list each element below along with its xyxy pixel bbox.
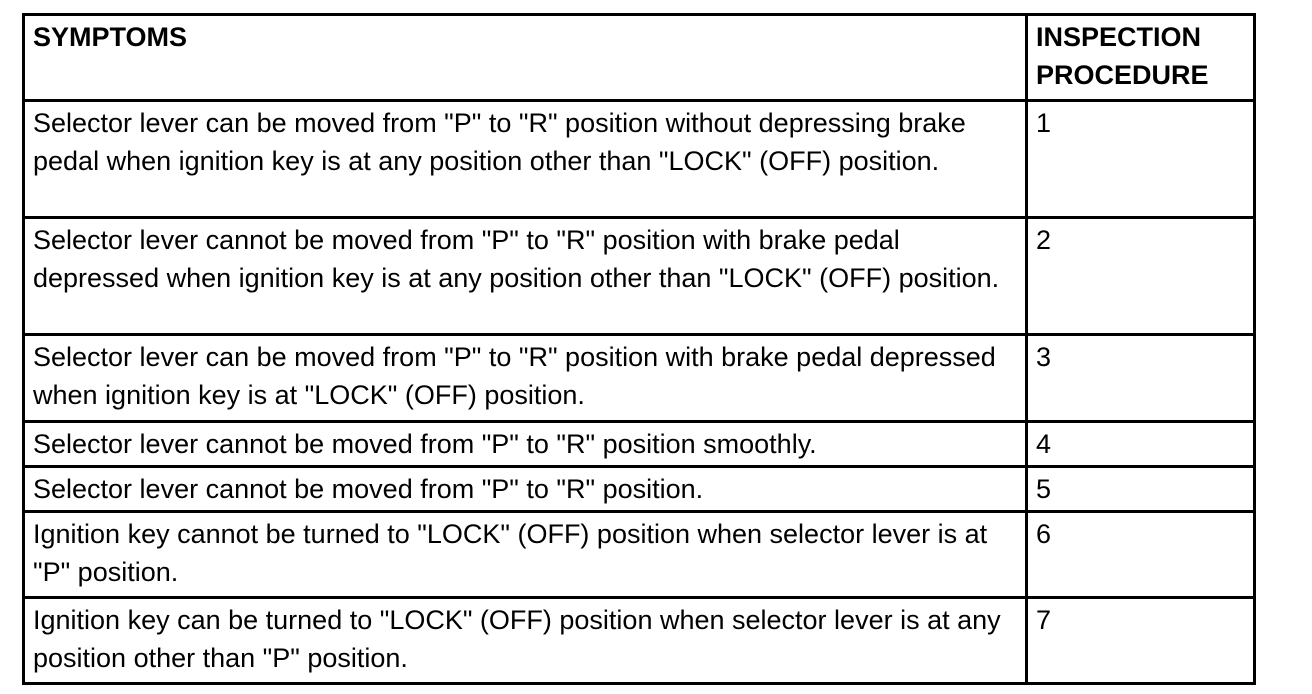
procedure-cell: 6 xyxy=(1025,510,1256,599)
symptom-cell: Ignition key can be turned to "LOCK" (OF… xyxy=(22,596,1028,685)
table-row: Ignition key cannot be turned to "LOCK" … xyxy=(22,510,1256,599)
procedure-cell: 3 xyxy=(1025,333,1256,423)
table-header-row: SYMPTOMS INSPECTION PROCEDURE xyxy=(22,13,1256,102)
table-row: Selector lever cannot be moved from "P" … xyxy=(22,216,1256,336)
symptom-cell: Selector lever cannot be moved from "P" … xyxy=(22,465,1028,513)
table-row: Ignition key can be turned to "LOCK" (OF… xyxy=(22,596,1256,685)
procedure-cell: 7 xyxy=(1025,596,1256,685)
symptom-cell: Selector lever cannot be moved from "P" … xyxy=(22,216,1028,336)
procedure-cell: 5 xyxy=(1025,465,1256,513)
table-row: Selector lever cannot be moved from "P" … xyxy=(22,465,1256,513)
symptom-cell: Selector lever cannot be moved from "P" … xyxy=(22,420,1028,468)
procedure-cell: 2 xyxy=(1025,216,1256,336)
symptom-cell: Selector lever can be moved from "P" to … xyxy=(22,333,1028,423)
symptom-cell: Selector lever can be moved from "P" to … xyxy=(22,99,1028,219)
table-row: Selector lever cannot be moved from "P" … xyxy=(22,420,1256,468)
procedure-cell: 4 xyxy=(1025,420,1256,468)
table-row: Selector lever can be moved from "P" to … xyxy=(22,333,1256,423)
table-row: Selector lever can be moved from "P" to … xyxy=(22,99,1256,219)
procedure-cell: 1 xyxy=(1025,99,1256,219)
symptom-cell: Ignition key cannot be turned to "LOCK" … xyxy=(22,510,1028,599)
symptom-inspection-table: SYMPTOMS INSPECTION PROCEDURE Selector l… xyxy=(22,13,1256,685)
inspection-procedure-column-header: INSPECTION PROCEDURE xyxy=(1025,13,1256,102)
symptoms-column-header: SYMPTOMS xyxy=(22,13,1028,102)
